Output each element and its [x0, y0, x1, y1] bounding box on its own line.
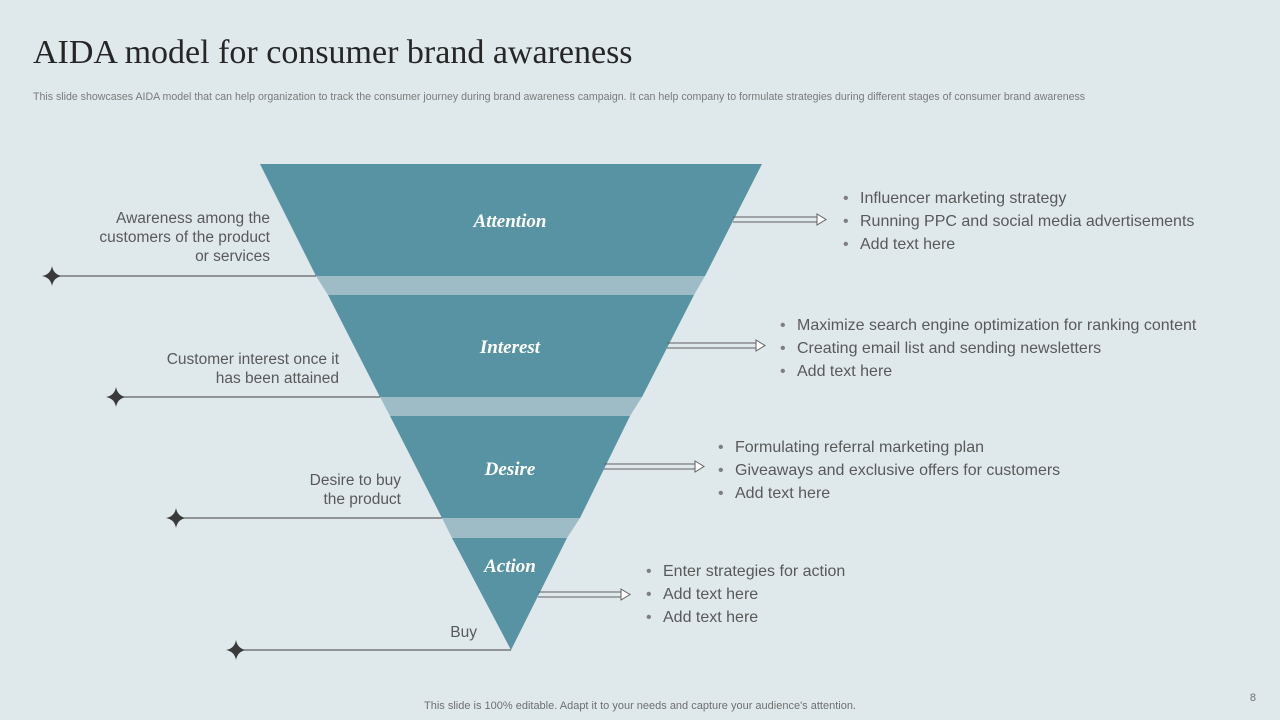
- stage-label-interest: Interest: [479, 337, 541, 358]
- bullet-list-desire: Formulating referral marketing plan Give…: [718, 436, 1060, 505]
- stage-shape-attention: [260, 164, 762, 276]
- star-icon: [106, 387, 126, 407]
- stage-label-action: Action: [483, 556, 536, 577]
- arrow-interest: [667, 339, 766, 352]
- footer-note: This slide is 100% editable. Adapt it to…: [424, 700, 856, 712]
- connector-attention-interest: [316, 276, 705, 295]
- list-item: Add text here: [646, 606, 845, 629]
- stage-shape-desire: [390, 416, 630, 518]
- list-item: Running PPC and social media advertiseme…: [843, 210, 1194, 233]
- leader-line-interest: [106, 387, 380, 407]
- bullet-list-action: Enter strategies for action Add text her…: [646, 560, 845, 629]
- slide-subtitle: This slide showcases AIDA model that can…: [33, 91, 1086, 103]
- leader-line-action: [226, 640, 511, 660]
- stage-description-desire: Desire to buy the product: [309, 472, 401, 508]
- leader-line-desire: [166, 508, 442, 528]
- list-item: Maximize search engine optimization for …: [780, 314, 1196, 337]
- list-item: Add text here: [646, 583, 845, 606]
- connector-interest-desire: [380, 397, 642, 416]
- connector-desire-action: [442, 518, 580, 538]
- slide-title: AIDA model for consumer brand awareness: [33, 34, 633, 71]
- stage-shape-interest: [328, 295, 694, 397]
- bullet-list-attention: Influencer marketing strategy Running PP…: [843, 187, 1194, 256]
- star-icon: [226, 640, 246, 660]
- stage-description-action: Buy: [450, 624, 477, 641]
- list-item: Add text here: [780, 360, 1196, 383]
- list-item: Formulating referral marketing plan: [718, 436, 1060, 459]
- bullet-list-interest: Maximize search engine optimization for …: [780, 314, 1196, 383]
- star-icon: [42, 266, 62, 286]
- stage-shape-action: [452, 538, 567, 650]
- stage-description-attention: Awareness among the customers of the pro…: [99, 210, 270, 265]
- page-number: 8: [1249, 692, 1256, 704]
- arrow-attention: [733, 213, 827, 226]
- arrow-desire: [604, 460, 705, 473]
- list-item: Influencer marketing strategy: [843, 187, 1194, 210]
- leader-line-attention: [42, 266, 316, 286]
- list-item: Add text here: [718, 482, 1060, 505]
- arrow-action: [538, 588, 631, 601]
- stage-label-attention: Attention: [473, 211, 547, 232]
- star-icon: [166, 508, 186, 528]
- stage-description-interest: Customer interest once it has been attai…: [166, 351, 339, 387]
- list-item: Creating email list and sending newslett…: [780, 337, 1196, 360]
- list-item: Enter strategies for action: [646, 560, 845, 583]
- stage-label-desire: Desire: [484, 459, 536, 480]
- list-item: Add text here: [843, 233, 1194, 256]
- list-item: Giveaways and exclusive offers for custo…: [718, 459, 1060, 482]
